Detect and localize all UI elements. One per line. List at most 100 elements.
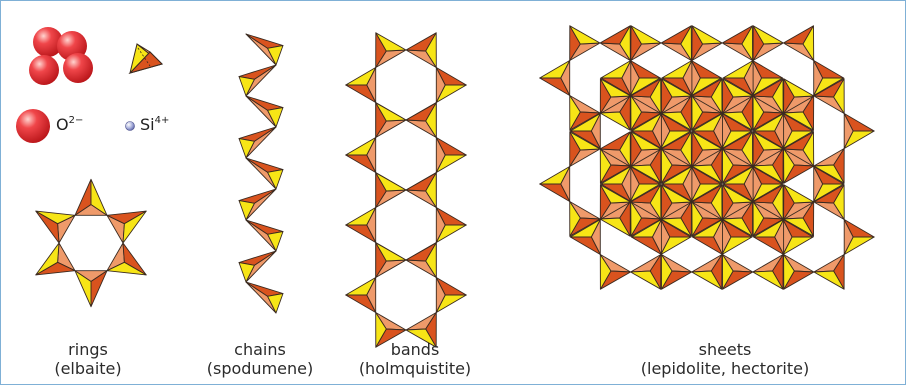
- label-sheets: sheets (lepidolite, hectorite): [585, 340, 865, 378]
- silicate-tetrahedron: [721, 131, 754, 167]
- tetrahedron-yellow-face: [569, 113, 601, 132]
- silicate-tetrahedron: [752, 166, 784, 202]
- silicate-tetrahedron: [345, 277, 377, 313]
- tetrahedron-yellow-face: [692, 219, 723, 238]
- tetrahedron-yellow-face: [599, 78, 632, 98]
- tetrahedron-yellow-face: [267, 231, 284, 252]
- tetrahedron-yellow-face: [74, 270, 92, 308]
- silicate-tetrahedron: [599, 254, 632, 290]
- silicate-tetrahedron: [569, 201, 601, 237]
- silicate-tetrahedron: [660, 254, 693, 290]
- oxygen-cluster-icon: [29, 27, 93, 85]
- silicon-atom-icon: [125, 121, 135, 131]
- silicate-tetrahedron: [783, 254, 815, 290]
- silicate-tetrahedron: [245, 33, 284, 66]
- tetrahedron-yellow-face: [691, 95, 704, 131]
- tetrahedron-yellow-face: [35, 210, 76, 225]
- tetrahedron-yellow-face: [122, 210, 147, 244]
- oxygen-symbol: O: [56, 115, 69, 134]
- silicate-tetrahedron: [599, 131, 631, 167]
- tetrahedron-yellow-face: [752, 25, 784, 45]
- silicate-tetrahedron: [106, 210, 147, 244]
- silicate-tetrahedron: [630, 254, 662, 290]
- tetrahedron-yellow-face: [691, 25, 723, 45]
- silicate-tetrahedron: [722, 184, 754, 220]
- tetrahedron-yellow-face: [435, 224, 467, 243]
- tetrahedron-yellow-face: [833, 78, 845, 114]
- tetrahedron-yellow-face: [752, 164, 784, 184]
- tetrahedron-yellow-face: [35, 242, 60, 276]
- tetrahedron-yellow-face: [630, 270, 662, 290]
- silicate-tetrahedron: [813, 184, 845, 220]
- tetrahedron-yellow-face: [722, 184, 754, 204]
- tetrahedron-yellow-face: [569, 25, 601, 45]
- band-structure: [345, 32, 467, 348]
- silicate-tetrahedron: [405, 172, 437, 208]
- tetrahedron-yellow-face: [660, 130, 692, 149]
- tetrahedron-yellow-face: [690, 77, 722, 96]
- silicate-tetrahedron: [238, 188, 277, 221]
- tetrahedron-yellow-face: [630, 219, 662, 238]
- tetrahedron-yellow-face: [843, 130, 875, 149]
- tetrahedron-icon: [128, 43, 164, 74]
- silicate-tetrahedron: [843, 113, 875, 149]
- tetrahedron-yellow-face: [569, 95, 581, 131]
- tetrahedron-yellow-face: [425, 102, 437, 138]
- silicate-tetrahedron: [813, 166, 845, 202]
- silicate-tetrahedron: [782, 25, 815, 61]
- silicate-tetrahedron: [630, 131, 662, 167]
- label-chains-example: (spodumene): [206, 359, 314, 378]
- silicon-symbol: Si: [140, 115, 155, 134]
- oxygen-legend-label: O2−: [56, 115, 83, 134]
- tetrahedron-yellow-face: [90, 178, 108, 216]
- silicate-tetrahedron: [245, 219, 284, 252]
- silicate-tetrahedron: [569, 25, 601, 61]
- tetrahedron-yellow-face: [661, 166, 693, 185]
- silicate-tetrahedron: [238, 64, 277, 97]
- tetrahedron-yellow-face: [425, 172, 437, 208]
- silicate-tetrahedron: [435, 137, 467, 173]
- silicate-tetrahedron: [630, 184, 662, 220]
- silicate-tetrahedron: [630, 219, 662, 255]
- silicate-tetrahedron: [35, 210, 76, 244]
- tetrahedron-yellow-face: [752, 183, 784, 202]
- tetrahedron-yellow-face: [345, 207, 377, 226]
- oxygen-atom-icon: [16, 109, 50, 143]
- tetrahedron-yellow-face: [345, 137, 377, 156]
- tetrahedron-yellow-face: [267, 45, 284, 66]
- silicate-tetrahedron: [600, 60, 632, 96]
- tetrahedron-yellow-face: [375, 312, 387, 348]
- tetrahedron-yellow-face: [630, 25, 662, 45]
- tetrahedron-yellow-face: [661, 184, 693, 204]
- tetrahedron-yellow-face: [813, 270, 845, 290]
- tetrahedron-yellow-face: [539, 60, 571, 79]
- tetrahedron-yellow-face: [435, 294, 467, 313]
- tetrahedron-yellow-face: [813, 77, 845, 96]
- silicate-tetrahedron: [813, 148, 845, 184]
- tetrahedron-yellow-face: [813, 164, 845, 184]
- label-rings: rings (elbaite): [18, 340, 158, 378]
- ring-structure: [35, 178, 147, 308]
- tetrahedron-yellow-face: [721, 217, 753, 237]
- tetrahedron-yellow-face: [600, 166, 632, 185]
- tetrahedron-yellow-face: [802, 25, 815, 61]
- silicate-tetrahedron: [629, 60, 661, 96]
- tetrahedron-yellow-face: [680, 131, 692, 167]
- tetrahedron-yellow-face: [660, 148, 673, 184]
- silicate-tetrahedron: [722, 78, 754, 114]
- tetrahedron-yellow-face: [630, 113, 662, 132]
- tetrahedron-yellow-face: [106, 261, 147, 276]
- tetrahedron-yellow-face: [752, 201, 765, 237]
- sheet-structure: [539, 25, 875, 290]
- silicate-tetrahedron: [721, 25, 754, 61]
- silicate-tetrahedron: [569, 95, 601, 131]
- tetrahedron-yellow-face: [802, 131, 815, 167]
- tetrahedron-yellow-face: [649, 184, 662, 220]
- silicate-tetrahedron: [345, 207, 377, 243]
- tetrahedron-yellow-face: [569, 201, 581, 237]
- tetrahedron-yellow-face: [569, 131, 601, 151]
- tetrahedron-yellow-face: [661, 78, 693, 98]
- tetrahedron-yellow-face: [629, 183, 661, 202]
- tetrahedron-yellow-face: [710, 184, 723, 220]
